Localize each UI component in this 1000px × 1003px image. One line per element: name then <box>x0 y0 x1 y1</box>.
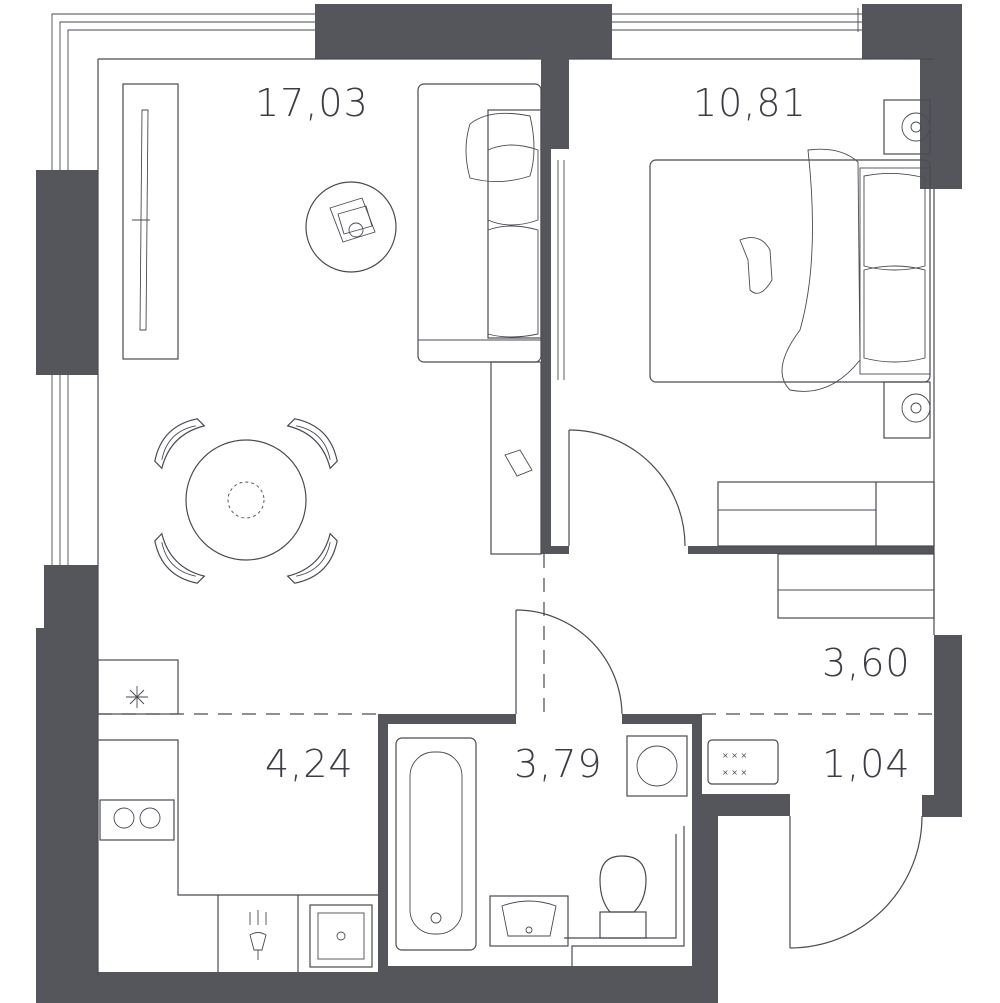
walls <box>36 4 962 1003</box>
window-frames <box>51 8 862 568</box>
hallway-area: 3,60 <box>822 641 911 685</box>
living-furniture <box>122 83 542 584</box>
hallway-wardrobe <box>777 553 935 619</box>
svg-text:× × ×: × × × <box>722 768 747 777</box>
living-room-area: 17,03 <box>255 81 369 125</box>
closet-shelf: × × × × × × <box>707 739 779 785</box>
svg-text:× × ×: × × × <box>722 751 747 760</box>
bedroom-area: 10,81 <box>693 81 807 125</box>
bedroom-furniture <box>557 99 935 547</box>
bathroom-area: 3,79 <box>514 742 603 786</box>
zone-dividers <box>98 554 934 715</box>
doors <box>515 429 923 949</box>
room-area-labels: 17,03 10,81 3,60 4,24 3,79 1,04 <box>255 81 911 786</box>
kitchen-furniture <box>97 659 378 972</box>
bathroom-fixtures <box>395 735 688 966</box>
kitchen-area: 4,24 <box>265 742 354 786</box>
closet-area: 1,04 <box>822 742 911 786</box>
